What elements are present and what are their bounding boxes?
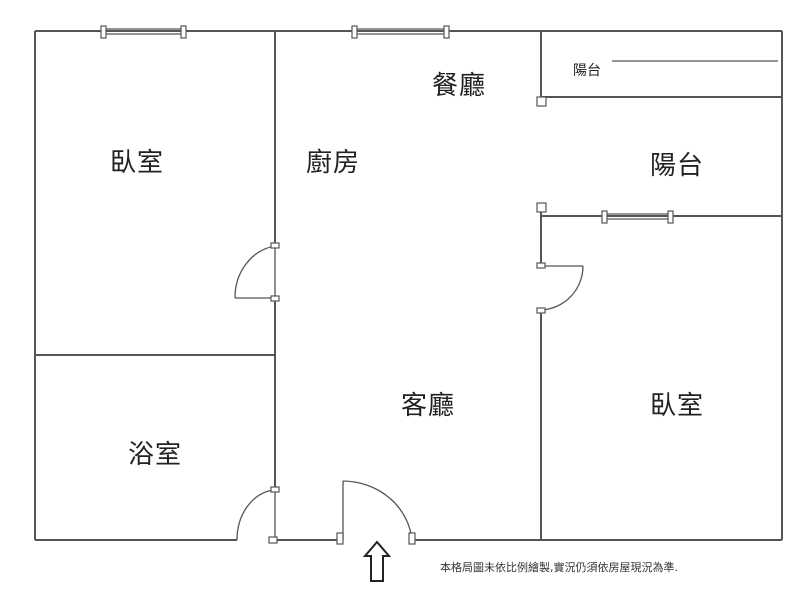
room-label-bedroom-left: 臥室 xyxy=(110,148,165,178)
room-label-dining: 餐廳 xyxy=(432,71,487,101)
door-bathroom xyxy=(236,486,280,544)
up-arrow-icon xyxy=(362,540,392,582)
room-label-living: 客廳 xyxy=(401,391,456,421)
room-label-bathroom: 浴室 xyxy=(128,440,183,470)
door-right-bedroom xyxy=(536,262,584,314)
window-top-middle xyxy=(351,25,450,39)
room-label-balcony: 陽台 xyxy=(650,151,705,181)
post-upper xyxy=(536,96,547,107)
window-balcony xyxy=(601,210,674,224)
room-label-bedroom-right: 臥室 xyxy=(650,391,705,421)
door-left-bedroom xyxy=(234,242,280,302)
window-top-left xyxy=(100,25,187,39)
post-lower xyxy=(536,202,547,213)
disclaimer-note: 本格局圖未依比例繪製,實況仍須依房屋現況為準. xyxy=(440,561,678,574)
interior-walls xyxy=(35,31,782,540)
door-entrance xyxy=(336,480,416,545)
room-label-balcony-small: 陽台 xyxy=(573,63,601,79)
outer-walls xyxy=(34,30,783,541)
room-label-kitchen: 廚房 xyxy=(306,148,361,178)
